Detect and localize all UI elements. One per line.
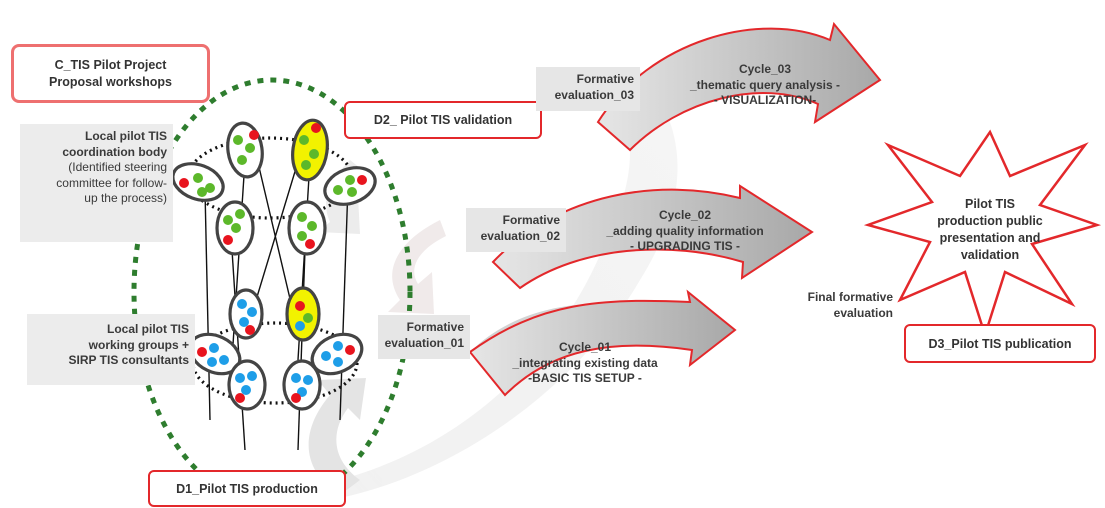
proposal-line2: Proposal workshops — [49, 74, 172, 89]
cycle-01-tag: -BASIC TIS SETUP - — [528, 371, 642, 386]
formative-eval-03-panel: Formative evaluation_03 — [536, 67, 640, 111]
eval-03-line1: Formative — [576, 72, 634, 86]
node-ellipse-highlight — [285, 286, 321, 342]
node-ellipse — [227, 359, 267, 411]
cycle-03-label: Cycle_03 _thematic query analysis - - VI… — [640, 62, 890, 109]
coordination-body-panel: Local pilot TIS coordination body (Ident… — [20, 124, 173, 242]
cycle-02-label: Cycle_02 _adding quality information - U… — [560, 208, 810, 255]
node-ellipse-highlight — [291, 118, 329, 182]
proposal-workshops-box: C_TIS Pilot Project Proposal workshops — [11, 44, 210, 103]
cycle-02-desc: _adding quality information — [606, 223, 764, 238]
cycle-01-desc: _integrating existing data — [512, 355, 658, 370]
pilot-area-ellipse — [131, 77, 413, 507]
eval-02-line1: Formative — [502, 213, 560, 227]
d1-box: D1_Pilot TIS production — [148, 470, 346, 507]
final-eval-panel: Final formative evaluation — [772, 286, 897, 328]
coordination-desc2: committee for follow- — [56, 175, 167, 190]
star-line4: validation — [960, 247, 1020, 262]
cycle-arrow-03 — [596, 21, 882, 152]
cycle-03-title: Cycle_03 — [738, 62, 792, 76]
coordination-desc1: (Identified steering — [68, 160, 167, 175]
node-ellipse — [226, 121, 264, 179]
coordination-desc3: up the process) — [84, 191, 167, 206]
cycle-arrow-01 — [468, 289, 737, 397]
proposal-line1: C_TIS Pilot Project — [54, 57, 167, 72]
final-eval-line1: Final formative — [807, 290, 893, 304]
star-line3: presentation and — [939, 230, 1041, 245]
coordination-title1: Local pilot TIS — [84, 129, 167, 143]
node-ellipse — [282, 359, 322, 411]
working-groups-panel: Local pilot TIS working groups + SIRP TI… — [27, 314, 195, 385]
formative-eval-01-panel: Formative evaluation_01 — [378, 315, 470, 359]
d2-box: D2_ Pilot TIS validation — [344, 101, 542, 139]
lower-node-group — [188, 286, 364, 411]
star-line1: Pilot TIS — [965, 197, 1015, 211]
cycle-01-title: Cycle_01 — [558, 340, 612, 354]
d3-box: D3_Pilot TIS publication — [904, 324, 1096, 363]
eval-01-line1: Formative — [406, 320, 464, 334]
cycle-03-desc: _thematic query analysis - — [689, 77, 841, 92]
eval-03-line2: evaluation_03 — [554, 87, 634, 102]
final-eval-line2: evaluation — [833, 306, 893, 321]
eval-02-line2: evaluation_02 — [480, 228, 560, 243]
cycle-02-tag: - UPGRADING TIS - — [630, 239, 740, 254]
star-label: Pilot TIS production public presentation… — [920, 196, 1060, 264]
working-groups-line2: working groups + — [88, 337, 189, 352]
cycle-01-label: Cycle_01 _integrating existing data -BAS… — [470, 340, 700, 387]
working-groups-line1: Local pilot TIS — [106, 322, 189, 336]
cycle-03-tag: - VISUALIZATION- — [713, 93, 817, 108]
cycle-02-title: Cycle_02 — [658, 208, 712, 222]
coordination-title2: coordination body — [62, 144, 167, 159]
formative-eval-02-panel: Formative evaluation_02 — [466, 208, 566, 252]
working-groups-line3: SIRP TIS consultants — [68, 353, 189, 368]
cycle-arrow-02 — [491, 184, 814, 290]
eval-01-line2: evaluation_01 — [384, 335, 464, 350]
star-line2: production public — [937, 213, 1043, 228]
upper-node-group — [171, 118, 377, 256]
